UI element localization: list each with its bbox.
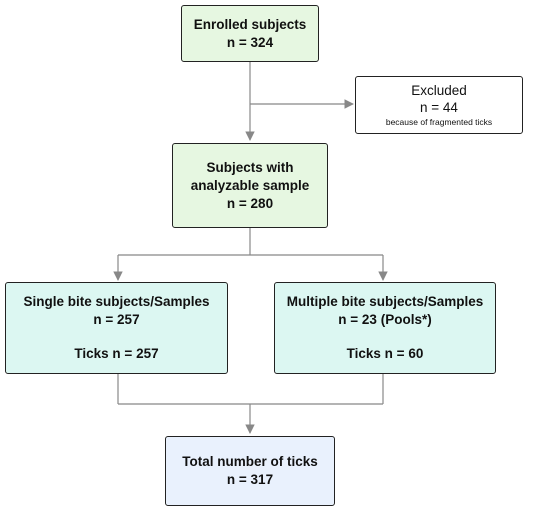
box-total-ticks: Total number of ticks n = 317 bbox=[165, 436, 335, 506]
box-single-bite: Single bite subjects/Samples n = 257 Tic… bbox=[5, 282, 228, 374]
enrolled-count: n = 324 bbox=[226, 34, 274, 50]
enrolled-title: Enrolled subjects bbox=[193, 16, 307, 32]
analyzable-line2: analyzable sample bbox=[190, 177, 310, 193]
box-multiple-bite: Multiple bite subjects/Samples n = 23 (P… bbox=[274, 282, 496, 374]
single-title: Single bite subjects/Samples bbox=[23, 294, 210, 309]
excluded-count: n = 44 bbox=[420, 100, 458, 115]
box-analyzable: Subjects with analyzable sample n = 280 bbox=[172, 143, 328, 228]
single-ticks: Ticks n = 257 bbox=[74, 346, 159, 361]
excluded-reason: because of fragmented ticks bbox=[385, 117, 493, 127]
multiple-title: Multiple bite subjects/Samples bbox=[286, 294, 484, 309]
multiple-count: n = 23 (Pools*) bbox=[338, 312, 432, 327]
analyzable-line1: Subjects with bbox=[206, 159, 294, 175]
multiple-ticks: Ticks n = 60 bbox=[346, 346, 424, 361]
box-enrolled: Enrolled subjects n = 324 bbox=[181, 5, 319, 62]
excluded-title: Excluded bbox=[411, 83, 467, 98]
total-count: n = 317 bbox=[226, 472, 274, 487]
single-count: n = 257 bbox=[93, 312, 140, 327]
total-title: Total number of ticks bbox=[182, 454, 318, 469]
box-excluded: Excluded n = 44 because of fragmented ti… bbox=[355, 76, 523, 134]
analyzable-count: n = 280 bbox=[226, 195, 274, 211]
